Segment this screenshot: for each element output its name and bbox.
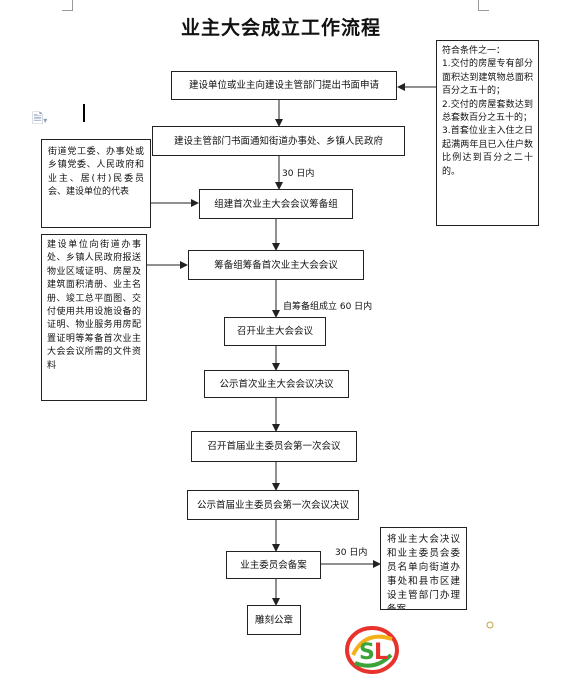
conditions-heading: 符合条件之一： <box>442 46 506 56</box>
step-label: 雕刻公章 <box>254 614 293 626</box>
step-label: 筹备组筹备首次业主大会会议 <box>214 259 338 271</box>
note-text: 建设单位向街道办事处、乡镇人民政府报送物业区域证明、房屋及建筑面积清册、业主名册… <box>47 240 141 371</box>
step-label: 公示首届业主委员会第一次会议决议 <box>196 499 349 511</box>
step-label: 召开首届业主委员会第一次会议 <box>207 441 341 452</box>
condition-item: 3.首套位业主入住之日起满两年且已入住户数比例达到百分之二十的。 <box>442 126 533 177</box>
condition-item: 2.交付的房屋套数达到总套数百分之五十的； <box>442 99 533 124</box>
logo-icon: S L <box>345 626 399 674</box>
step-label: 业主委员会备案 <box>240 559 307 571</box>
note-committee-members: 街道党工委、办事处或乡镇党委、人民政府和业主、居(村)民委员会、建设单位的代表 <box>41 139 151 228</box>
note-filing: 将业主大会决议和业主委员会委员名单向街道办事处和县市区建设主管部门办理备案。 <box>380 527 467 610</box>
step-engrave-seal: 雕刻公章 <box>247 605 301 635</box>
step-notify-subdistrict: 建设主管部门书面通知街道办事处、乡镇人民政府 <box>152 126 405 156</box>
step-publish-meeting-resolution: 公示首次业主大会会议决议 <box>204 370 349 398</box>
step-prepare-first-meeting: 筹备组筹备首次业主大会会议 <box>188 250 364 280</box>
step-publish-committee-resolution: 公示首届业主委员会第一次会议决议 <box>187 490 359 520</box>
svg-text:S: S <box>359 640 375 665</box>
document-icon[interactable]: 🗎▾ <box>32 111 48 127</box>
text-cursor <box>83 104 85 122</box>
step-label: 组建首次业主大会会议筹备组 <box>214 198 338 210</box>
note-required-materials: 建设单位向街道办事处、乡镇人民政府报送物业区域证明、房屋及建筑面积清册、业主名册… <box>41 234 147 401</box>
step-label: 建设主管部门书面通知街道办事处、乡镇人民政府 <box>173 135 383 147</box>
page-corner-top-left <box>62 0 73 11</box>
step-hold-committee-meeting: 召开首届业主委员会第一次会议 <box>191 431 357 462</box>
step-submit-application: 建设单位或业主向建设主管部门提出书面申请 <box>171 71 397 100</box>
page-title: 业主大会成立工作流程 <box>180 17 381 39</box>
step-label: 建设单位或业主向建设主管部门提出书面申请 <box>188 80 379 91</box>
page-corner-top-right <box>478 0 489 11</box>
step-label: 召开业主大会会议 <box>236 326 313 337</box>
small-circle-icon <box>486 621 494 629</box>
edge-label-30-days: 30 日内 <box>282 169 315 179</box>
step-form-preparatory-group: 组建首次业主大会会议筹备组 <box>199 189 353 219</box>
svg-text:L: L <box>374 640 388 665</box>
condition-item: 1.交付的房屋专有部分面积达到建筑物总面积百分之五十的； <box>442 59 533 97</box>
note-conditions: 符合条件之一： 1.交付的房屋专有部分面积达到建筑物总面积百分之五十的； 2.交… <box>436 40 539 226</box>
step-label: 公示首次业主大会会议决议 <box>219 378 334 390</box>
edge-label-60-days: 自筹备组成立 60 日内 <box>283 302 373 312</box>
step-hold-owners-meeting: 召开业主大会会议 <box>224 317 326 346</box>
note-text: 街道党工委、办事处或乡镇党委、人民政府和业主、居(村)民委员会、建设单位的代表 <box>48 147 144 198</box>
edge-label-filing-30-days: 30 日内 <box>335 548 368 558</box>
step-committee-filing: 业主委员会备案 <box>226 551 321 579</box>
note-text: 将业主大会决议和业主委员会委员名单向街道办事处和县市区建设主管部门办理备案。 <box>387 534 460 610</box>
